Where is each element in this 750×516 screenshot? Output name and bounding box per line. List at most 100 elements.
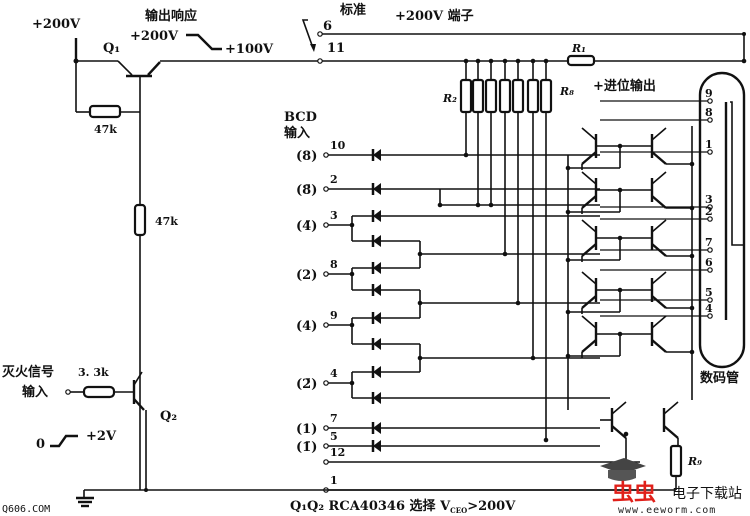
input-terminal xyxy=(323,152,329,158)
resistor-47k-a xyxy=(88,104,122,119)
resistor-bank-r7 xyxy=(526,78,540,114)
input-name: (8̄) xyxy=(296,183,317,198)
input-terminal xyxy=(323,186,329,192)
input-name: (4) xyxy=(296,319,317,334)
tube-pin-label: 1 xyxy=(705,138,713,151)
transistor-icon xyxy=(650,315,667,353)
input-terminal xyxy=(323,222,329,228)
footer-note: Q₁Q₂ RCA40346 选择 VCEO>200V xyxy=(290,498,516,515)
tube-pin-label: 5 xyxy=(705,286,713,299)
terminal-11 xyxy=(317,58,323,64)
diode-icon xyxy=(371,312,381,324)
transistor-icon xyxy=(650,127,667,165)
diode-icon xyxy=(371,149,381,161)
resistor-bank: R₂ R₈ xyxy=(442,58,574,114)
q2-stage: 灭火信号 3. 3k 输入 Q₂ 0 +2V xyxy=(1,364,640,508)
resistor-bank-r3 xyxy=(471,78,485,114)
input-pin: 3 xyxy=(330,209,338,222)
tube-pin-label: 2 xyxy=(705,205,713,218)
switch-arrow-icon xyxy=(301,19,314,49)
diode-icon xyxy=(371,422,381,434)
input-name: (2̄) xyxy=(296,377,317,392)
bcd-input-3: (4̄) 3 xyxy=(296,209,338,234)
transistor-icon xyxy=(662,401,679,439)
input-pin: 2 xyxy=(330,173,338,186)
resistor-bank-r4 xyxy=(484,78,498,114)
diode-icon xyxy=(371,366,381,378)
bcd-input-1: (8) 10 xyxy=(296,139,346,164)
transistor-icon xyxy=(650,171,667,209)
v100-label: +100V xyxy=(225,42,274,57)
waveform-step-up-icon xyxy=(50,434,78,448)
fire-input-label: 输入 xyxy=(22,384,48,400)
input-terminal xyxy=(323,459,329,465)
driver-transistors xyxy=(565,126,695,462)
diode-icon xyxy=(371,392,381,404)
tube-pin-label: 9 xyxy=(705,87,713,100)
input-pin: 4 xyxy=(330,367,338,380)
standard-label: 标准 xyxy=(339,2,366,18)
tube-pin-label: 4 xyxy=(705,302,713,315)
input-pin: 5 xyxy=(330,430,338,443)
diode-icon xyxy=(371,338,381,350)
diode-icon xyxy=(371,235,381,247)
diode-matrix xyxy=(328,112,640,491)
transistor-icon xyxy=(610,401,627,439)
pin6-label: 6 xyxy=(323,19,332,34)
terminal-200v-label: +200V 端子 xyxy=(395,8,474,24)
bcd-input-2: (8̄) 2 xyxy=(296,173,338,198)
input-pin: 9 xyxy=(330,309,338,322)
transistor-icon xyxy=(650,219,667,257)
transistor-icon xyxy=(581,127,598,165)
nixie-tube: 数码管 xyxy=(698,71,746,386)
supply-left-label: +200V xyxy=(32,17,81,32)
input-name: (1) xyxy=(296,422,317,437)
q1-stage: +200V 47k Q₁ 47k xyxy=(32,17,320,490)
switch-standard: 标准 +200V 端子 6 11 R₁ xyxy=(301,2,747,67)
bcd-input-5: (4) 9 xyxy=(296,309,338,334)
q1-label: Q₁ xyxy=(103,41,120,56)
q2-label: Q₂ xyxy=(160,409,177,424)
footer-text: Q₁Q₂ RCA40346 选择 VCEO>200V xyxy=(290,498,516,515)
diode-icon xyxy=(371,440,381,452)
resistor-bank-r2 xyxy=(459,78,473,114)
input-pin: 1 xyxy=(330,474,338,487)
waveform-step-down-icon xyxy=(186,33,222,51)
input-pin: 10 xyxy=(330,139,346,152)
r1-label: R₁ xyxy=(571,42,586,55)
input-name: (1̄) xyxy=(296,440,317,455)
watermark-left: Q606.COM xyxy=(2,504,50,515)
bcd-input-7: (1)7 xyxy=(296,412,338,437)
tube-pin-label: 3 xyxy=(705,193,713,206)
v200-label: +200V xyxy=(130,29,179,44)
resistor-bank-r8 xyxy=(539,78,553,114)
bcd-input-9: 12 xyxy=(323,446,345,465)
watermark-brand-text: 电子下载站 xyxy=(672,486,742,502)
input-pin: 8 xyxy=(330,258,338,271)
junction-dot xyxy=(502,251,508,257)
resistor-bank-r6 xyxy=(511,78,525,114)
tube-label: 数码管 xyxy=(700,370,739,386)
junction-dot xyxy=(463,152,469,158)
junction-dot xyxy=(623,431,629,437)
watermark-brand-red: 虫虫 xyxy=(612,480,656,506)
r9-label: R₉ xyxy=(687,455,702,468)
junction-dot xyxy=(530,355,536,361)
tube-pin-label: 8 xyxy=(705,106,713,119)
input-name: (8) xyxy=(296,149,317,164)
terminal-6 xyxy=(317,31,323,37)
carry-output-label: +进位输出 xyxy=(593,78,656,94)
input-terminal xyxy=(323,443,329,449)
output-response: 输出响应 +200V +100V xyxy=(130,8,274,57)
input-terminal xyxy=(323,380,329,386)
res-47k-b-label: 47k xyxy=(155,215,178,228)
r8-label: R₈ xyxy=(559,85,574,98)
transistor-icon xyxy=(650,271,667,309)
res-47k-a-label: 47k xyxy=(94,123,117,136)
resistor-r9-group: R₉ xyxy=(640,444,702,491)
tube-pin-label: 7 xyxy=(705,236,713,249)
input-name: (4̄) xyxy=(296,219,317,234)
